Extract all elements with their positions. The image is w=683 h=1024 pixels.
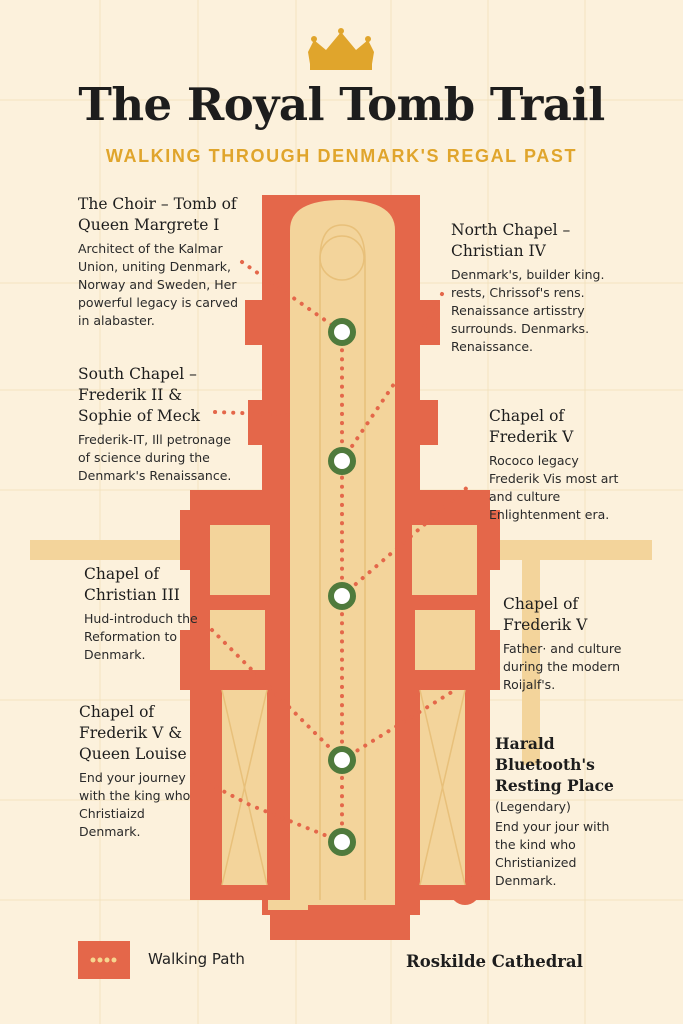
callout-title: South Chapel – Frederik II & Sophie of M… bbox=[78, 365, 201, 425]
tour-stops bbox=[328, 318, 356, 856]
crown-icon bbox=[308, 28, 374, 70]
callout-text: End your jour with the kind who Christia… bbox=[495, 819, 610, 888]
callout-text: End your journey with the king who Chris… bbox=[79, 770, 191, 839]
stop-marker[interactable] bbox=[328, 318, 356, 346]
callout-title: Harald Bluetooth's Resting Place bbox=[495, 734, 614, 795]
callout-title: Chapel of Frederik V bbox=[503, 595, 588, 634]
legend-label: Walking Path bbox=[148, 950, 245, 968]
footer-location: Roskilde Cathedral bbox=[406, 952, 583, 971]
page-title: The Royal Tomb Trail bbox=[78, 78, 605, 131]
side-band bbox=[522, 540, 540, 765]
callout-harald-bluetooth: Harald Bluetooth's Resting Place (Legend… bbox=[495, 733, 625, 890]
callout-text: Architect of the Kalmar Union, uniting D… bbox=[78, 241, 239, 328]
callout-text: Hud-introduch the Reformation to Denmark… bbox=[84, 611, 198, 662]
stop-marker[interactable] bbox=[328, 746, 356, 774]
callout-frederik-v: Chapel of Frederik V Rococo legacy Frede… bbox=[489, 406, 619, 524]
stop-marker[interactable] bbox=[328, 828, 356, 856]
callout-title: Chapel of Christian III bbox=[84, 565, 180, 604]
stop-marker[interactable] bbox=[328, 582, 356, 610]
callout-north-chapel: North Chapel – Christian IV Denmark's, b… bbox=[451, 220, 621, 356]
page-subtitle: WALKING THROUGH DENMARK'S REGAL PAST bbox=[105, 146, 578, 166]
callout-choir: The Choir – Tomb of Queen Margrete I Arc… bbox=[78, 194, 248, 330]
callout-queen-louise: Chapel of Frederik V & Queen Louise End … bbox=[79, 702, 199, 841]
callout-text: Denmark's, builder king. rests, Chrissof… bbox=[451, 267, 605, 354]
callout-south-chapel: South Chapel – Frederik II & Sophie of M… bbox=[78, 364, 238, 485]
stop-marker[interactable] bbox=[328, 447, 356, 475]
callout-text: Frederik-IT, Ill petronage of science du… bbox=[78, 432, 232, 483]
callout-text: Rococo legacy Frederik Vis most art and … bbox=[489, 453, 619, 522]
callout-subtitle: (Legendary) bbox=[495, 799, 571, 814]
callout-title: The Choir – Tomb of Queen Margrete I bbox=[78, 195, 237, 234]
callout-title: Chapel of Frederik V & Queen Louise bbox=[79, 703, 187, 763]
callout-title: Chapel of Frederik V bbox=[489, 407, 574, 446]
callout-text: Father· and culture during the modern Ro… bbox=[503, 641, 622, 692]
floor-lines bbox=[221, 224, 466, 900]
callout-title: North Chapel – Christian IV bbox=[451, 221, 571, 260]
legend-walking-path-swatch bbox=[78, 941, 130, 979]
callout-christian-iii: Chapel of Christian III Hud-introduch th… bbox=[84, 564, 199, 664]
callout-frederik-v-2: Chapel of Frederik V Father· and culture… bbox=[503, 594, 643, 694]
